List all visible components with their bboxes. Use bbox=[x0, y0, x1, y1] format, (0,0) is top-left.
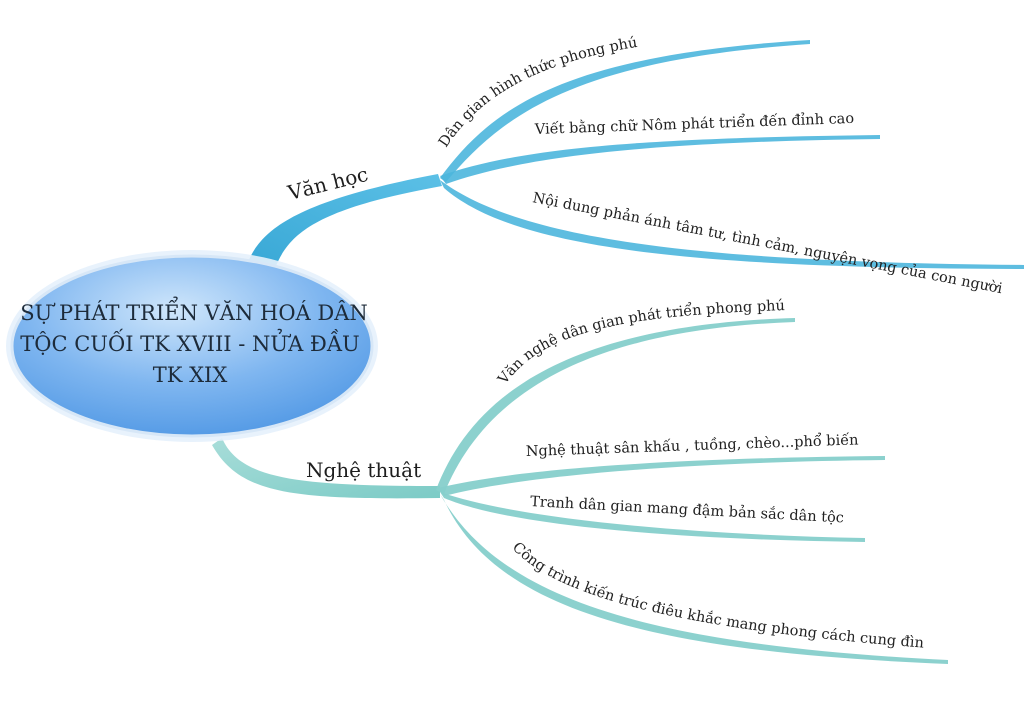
root-title-line-2: TỘC CUỐI TK XVIII - NỬA ĐẦU bbox=[20, 329, 359, 356]
leaf-connector bbox=[440, 492, 865, 542]
root-title-line-1: SỰ PHÁT TRIỂN VĂN HOÁ DÂN bbox=[20, 298, 368, 325]
leaf-connector bbox=[438, 456, 885, 496]
root-title-line-3: TK XIX bbox=[153, 363, 228, 387]
leaf-connector bbox=[440, 180, 1024, 269]
branch-nghe-thuat bbox=[212, 318, 948, 664]
leaf-connector bbox=[440, 40, 810, 182]
leaf-nghe-thuat-2: Nghệ thuật sân khấu , tuồng, chèo...phổ … bbox=[526, 430, 859, 460]
branch-connector bbox=[248, 174, 442, 266]
branch-label-nghe-thuat: Nghệ thuật bbox=[306, 458, 421, 482]
branch-connector bbox=[212, 438, 440, 499]
root-node: SỰ PHÁT TRIỂN VĂN HOÁ DÂN TỘC CUỐI TK XV… bbox=[6, 250, 378, 442]
leaf-van-hoc-2: Viết bằng chữ Nôm phát triển đến đỉnh ca… bbox=[534, 109, 855, 138]
branch-van-hoc bbox=[248, 40, 1024, 269]
leaf-connector bbox=[440, 135, 880, 184]
